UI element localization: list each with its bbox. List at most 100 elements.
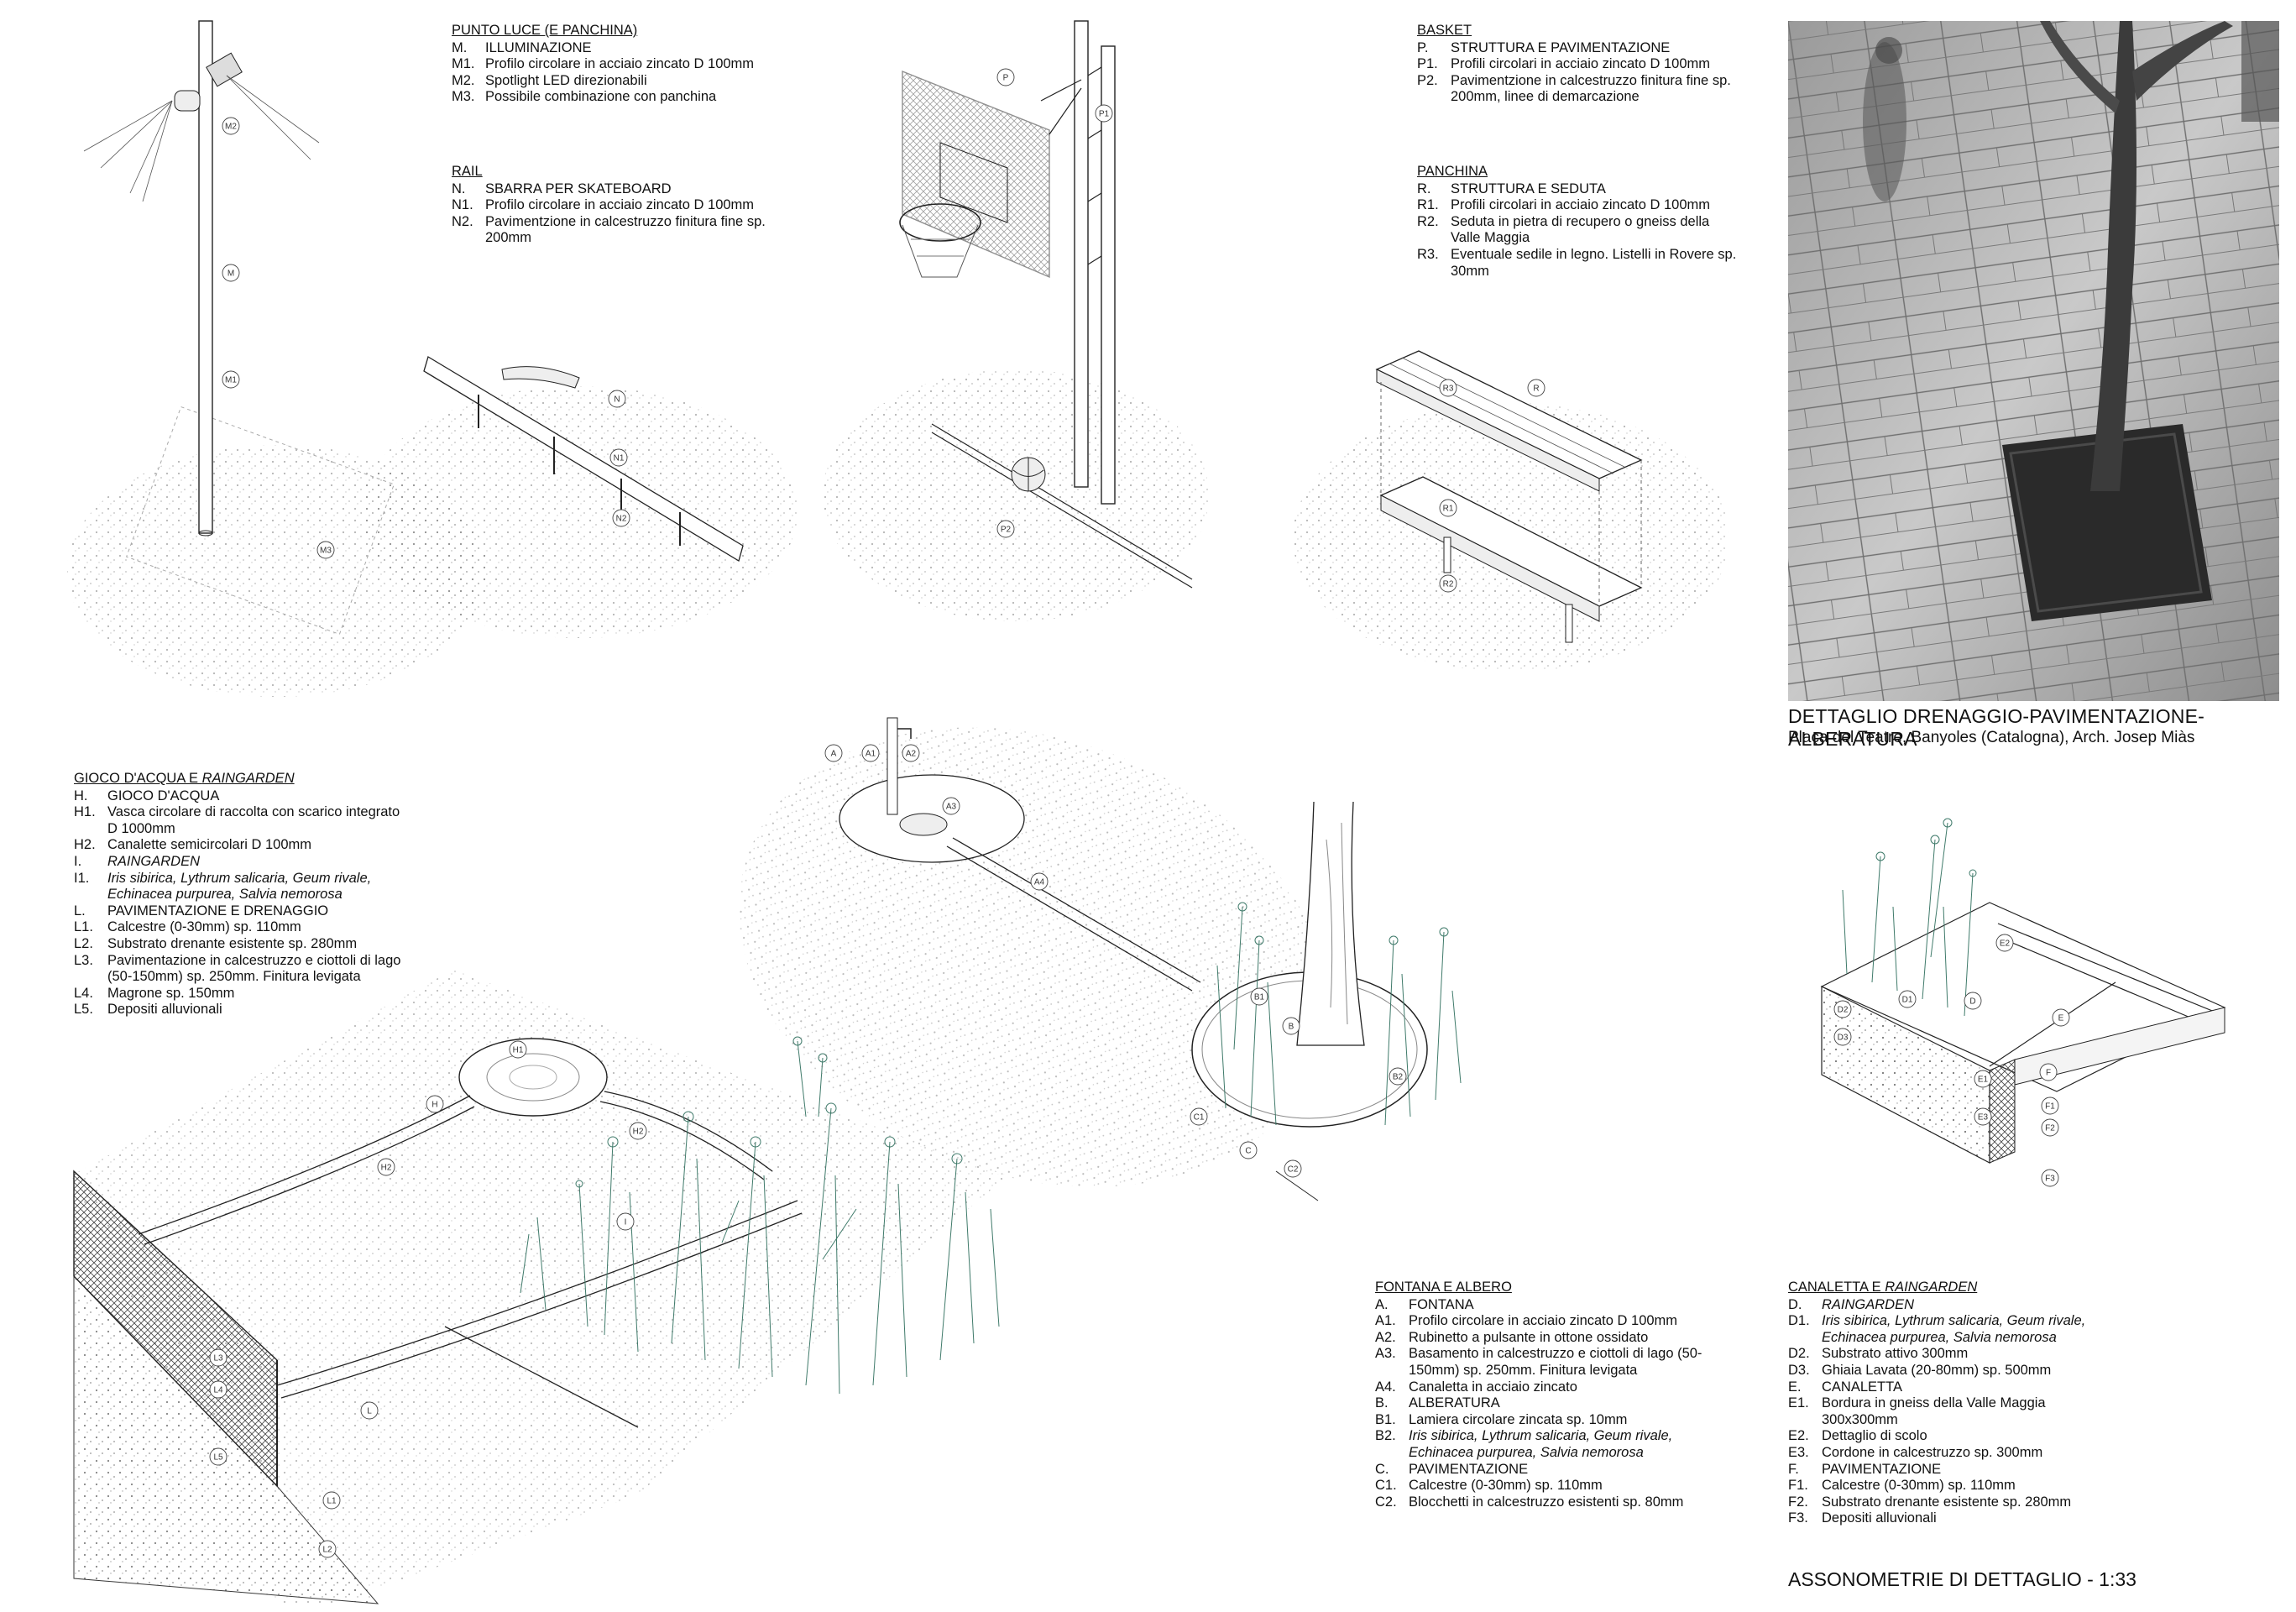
callout-tag: R3 [1439, 379, 1457, 397]
raingarden-plants [520, 1036, 1000, 1395]
channel-plants [1842, 818, 1977, 1017]
callout-tag-label: C1 [1194, 1113, 1205, 1123]
legend-item-code: L. [74, 903, 86, 919]
legend-item: M3.Possibile combinazione con panchina [452, 89, 787, 106]
callout-tag-label: R1 [1443, 505, 1454, 514]
callout-tag: D [1964, 992, 1982, 1010]
legend-item-code: A3. [1375, 1346, 1396, 1362]
callout-tag-label: A2 [906, 750, 917, 759]
legend-item-code: M. [452, 39, 468, 55]
legend-item: L2. Substrato drenante esistente sp. 280m… [74, 936, 410, 953]
legend-item-text: Profilo circolare in acciaio zincato D 1… [1409, 1313, 1678, 1329]
legend-item-code: R2. [1417, 213, 1439, 229]
callout-tag-label: B [1289, 1023, 1294, 1032]
drawing-title: ASSONOMETRIE DI DETTAGLIO - 1:33 [1788, 1568, 2136, 1590]
legend-item: F1.Calcestre (0-30mm) sp. 110mm [1788, 1478, 2124, 1494]
callout-tag: A4 [1030, 872, 1049, 891]
legend-item: C1.Calcestre (0-30mm) sp. 110mm [1375, 1478, 1711, 1494]
channel-illustration [1820, 818, 2226, 1164]
callout-tag-label: F2 [2045, 1124, 2055, 1133]
callout-tag-label: F3 [2045, 1175, 2055, 1184]
legend-item: A4.Canaletta in acciaio zincato [1375, 1379, 1711, 1396]
legend-item-code: H. [74, 788, 88, 803]
legend-item-text: Profilo circolare in acciaio zincato D 1… [485, 197, 755, 213]
legend-item: R1.Profili circolari in acciaio zincato … [1417, 197, 1740, 214]
callout-tag: L [360, 1401, 379, 1420]
skateboard-shape [501, 366, 580, 389]
callout-tag: F3 [2041, 1169, 2059, 1187]
legend-title: CANALETTA E RAINGARDEN [1788, 1280, 2124, 1296]
legend-item-text: Profilo circolare in acciaio zincato D 1… [485, 56, 755, 72]
legend-item: C.PAVIMENTAZIONE [1375, 1462, 1711, 1479]
legend-item-text: PAVIMENTAZIONE E DRENAGGIO [107, 903, 329, 919]
legend-item-text: Seduta in pietra di recupero o gneiss de… [1451, 213, 1710, 246]
callout-tag: A2 [902, 744, 920, 762]
legend-item: E2.Dettaglio di scolo [1788, 1428, 2124, 1445]
legend-title-part: CANALETTA E [1788, 1280, 1885, 1295]
callout-tag: D3 [1833, 1028, 1852, 1046]
callout-tag: P [996, 68, 1015, 86]
callout-tag: E [2052, 1008, 2070, 1027]
callout-tag-label: A4 [1034, 878, 1045, 887]
legend-item-code: B2. [1375, 1428, 1396, 1444]
legend-item-text: Lamiera circolare zincata sp. 10mm [1409, 1411, 1628, 1427]
legend-item-code: M2. [452, 72, 475, 88]
spotlight-shape [83, 52, 320, 202]
callout-tag: L1 [322, 1491, 341, 1510]
legend-item-code: N. [452, 181, 466, 196]
legend-item: M2.Spotlight LED direzionabili [452, 73, 787, 90]
callout-tag: P1 [1095, 104, 1113, 123]
photo-caption-title: DETTAGLIO DRENAGGIO-PAVIMENTAZIONE-ALBER… [1788, 705, 2204, 750]
legend-item: D2.Substrato attivo 300mm [1788, 1346, 2124, 1363]
legend-item-code: R. [1417, 181, 1431, 196]
legend-item-code: D2. [1788, 1346, 1810, 1362]
callout-tag-label: E [2058, 1014, 2064, 1023]
callout-tag: M [222, 264, 240, 282]
callout-tag-label: I [625, 1218, 627, 1227]
legend-item-text: Depositi alluvionali [1822, 1510, 1937, 1526]
legend-item: D.RAINGARDEN [1788, 1297, 2124, 1314]
legend-item: F.PAVIMENTAZIONE [1788, 1462, 2124, 1479]
legend-item-code: I. [74, 853, 82, 869]
legend-item: L4.Magrone sp. 150mm [74, 986, 410, 1002]
legend-item: I.RAINGARDEN [74, 854, 410, 871]
backboard-shape [902, 70, 1050, 279]
legend-item: M1. Profilo circolare in acciaio zincato … [452, 56, 787, 73]
callout-tag-label: E2 [2000, 939, 2011, 949]
callout-tag: A1 [861, 744, 880, 762]
callout-tag: R1 [1439, 499, 1457, 517]
legend-item-code: R3. [1417, 246, 1439, 262]
legend-item-code: D1. [1788, 1313, 1810, 1329]
legend-item-text: Iris sibirica, Lythrum salicaria, Geum r… [1409, 1428, 1673, 1460]
legend-item-code: L3. [74, 952, 93, 968]
legend-item-code: E. [1788, 1379, 1802, 1395]
callout-tag-label: H [431, 1101, 437, 1110]
callout-tag: R2 [1439, 574, 1457, 593]
callout-tag-label: L4 [213, 1386, 223, 1395]
callout-tag: A3 [942, 797, 960, 815]
callout-tag-label: L5 [213, 1453, 223, 1463]
callout-tag: M3 [316, 541, 335, 559]
legend-item-code: A2. [1375, 1329, 1396, 1345]
callout-tag: L5 [209, 1447, 228, 1466]
legend-item-code: L2. [74, 935, 93, 951]
callout-tag: D1 [1898, 990, 1917, 1008]
tree-ring-plants [1216, 902, 1462, 1126]
legend-item-code: M1. [452, 56, 475, 72]
legend-item-code: P1. [1417, 56, 1438, 72]
legend-item-code: H2. [74, 837, 96, 853]
legend-item-text: Profili circolari in acciaio zincato D 1… [1451, 197, 1711, 213]
callout-tag-label: D [1969, 997, 1975, 1007]
legend-item: A3. Basamento in calcestruzzo e ciottoli … [1375, 1346, 1711, 1379]
legend-item: H2.Canalette semicircolari D 100mm [74, 837, 410, 854]
legend-item-text: Substrato drenante esistente sp. 280mm [107, 935, 358, 951]
legend-item: L. PAVIMENTAZIONE E DRENAGGIO [74, 903, 410, 920]
legend-item-text: Rubinetto a pulsante in ottone ossidato [1409, 1329, 1649, 1345]
legend-item: L3.Pavimentazione in calcestruzzo e ciot… [74, 953, 410, 986]
callout-tag-label: N2 [616, 515, 627, 524]
legend-item-text: Iris sibirica, Lythrum salicaria, Geum r… [107, 870, 372, 903]
legend-item: H1.Vasca circolare di raccolta con scari… [74, 804, 410, 837]
legend-item-text: Basamento in calcestruzzo e ciottoli di … [1409, 1346, 1702, 1378]
callout-tag-label: A [831, 750, 837, 759]
